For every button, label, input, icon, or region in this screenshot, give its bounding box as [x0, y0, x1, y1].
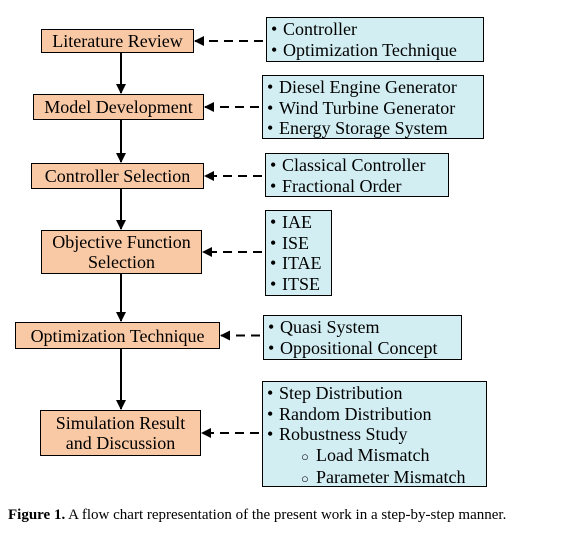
detail-item: •IAE	[270, 212, 327, 233]
bullet-icon: •	[268, 337, 275, 358]
step-literature-review: Literature Review	[41, 29, 194, 53]
bullet-icon: •	[267, 424, 274, 444]
detail-item-text: Controller	[283, 19, 357, 39]
detail-item: •ITAE	[270, 253, 327, 274]
detail-item-text: Optimization Technique	[283, 39, 457, 60]
detail-list: •Controller•Optimization Technique	[271, 19, 479, 60]
detail-item: •ISE	[270, 233, 327, 254]
bullet-icon: •	[270, 212, 277, 232]
detail-box-simulation: •Step Distribution•Random Distribution•R…	[262, 381, 487, 487]
detail-sub-item: ○ Parameter Mismatch	[267, 467, 482, 490]
detail-item-text: Robustness Study	[279, 424, 408, 444]
step-objective-function-selection: Objective Function Selection	[41, 230, 202, 274]
bullet-icon: •	[268, 317, 275, 337]
detail-item-text: Step Distribution	[279, 383, 403, 403]
bullet-icon: •	[270, 253, 277, 273]
step-label: Literature Review	[52, 31, 183, 51]
detail-item: •Optimization Technique	[271, 40, 479, 61]
detail-box-objective: •IAE•ISE•ITAE•ITSE	[265, 210, 332, 296]
detail-item: •Step Distribution	[267, 383, 482, 404]
detail-item-text: Oppositional Concept	[280, 337, 438, 358]
detail-list: •Classical Controller•Fractional Order	[270, 155, 444, 196]
detail-item: •Oppositional Concept	[268, 338, 457, 359]
bullet-icon: •	[271, 19, 278, 39]
bullet-icon: •	[267, 403, 274, 424]
detail-item-text: ITSE	[282, 273, 320, 294]
detail-item: •Robustness Study	[267, 424, 482, 445]
bullet-icon: •	[267, 383, 274, 403]
step-label: Controller Selection	[44, 166, 191, 186]
detail-item: •ITSE	[270, 274, 327, 295]
detail-item-text: Fractional Order	[282, 175, 402, 196]
detail-item: •Classical Controller	[270, 155, 444, 176]
detail-item-text: Load Mismatch	[316, 444, 430, 465]
bullet-icon: •	[267, 118, 274, 138]
detail-item-text: Parameter Mismatch	[316, 467, 466, 487]
bullet-icon: •	[270, 175, 277, 196]
detail-box-optimization: •Quasi System•Oppositional Concept	[263, 315, 462, 360]
step-model-development: Model Development	[33, 94, 204, 120]
caption-text: A flow chart representation of the prese…	[65, 507, 507, 523]
detail-sub-item: ○ Load Mismatch	[267, 445, 482, 468]
detail-list: •Quasi System•Oppositional Concept	[268, 317, 457, 358]
bullet-icon: •	[270, 232, 277, 253]
step-simulation-result: Simulation Result and Discussion	[40, 410, 201, 456]
detail-item-text: ITAE	[282, 253, 322, 273]
detail-item-text: Diesel Engine Generator	[279, 77, 457, 97]
detail-item: •Controller	[271, 19, 479, 40]
sub-bullet-icon: ○	[301, 448, 309, 464]
detail-item: •Wind Turbine Generator	[267, 98, 479, 119]
sub-bullet-icon: ○	[301, 471, 309, 486]
step-optimization-technique: Optimization Technique	[15, 322, 220, 349]
step-label: Simulation Result and Discussion	[55, 413, 186, 453]
step-controller-selection: Controller Selection	[31, 163, 204, 189]
detail-box-controller: •Classical Controller•Fractional Order	[265, 153, 449, 197]
caption-label: Figure 1.	[8, 507, 66, 523]
detail-box-model: •Diesel Engine Generator•Wind Turbine Ge…	[262, 75, 484, 139]
detail-item-text: ISE	[282, 232, 309, 253]
detail-box-literature: •Controller•Optimization Technique	[266, 17, 484, 62]
detail-item: •Quasi System	[268, 317, 457, 338]
bullet-icon: •	[267, 77, 274, 97]
figure-caption: Figure 1. A flow chart representation of…	[8, 507, 506, 524]
bullet-icon: •	[271, 39, 278, 60]
detail-item: •Random Distribution	[267, 404, 482, 425]
detail-item-text: Classical Controller	[282, 155, 426, 175]
bullet-icon: •	[267, 97, 274, 118]
detail-item: •Energy Storage System	[267, 118, 479, 139]
detail-item-text: Wind Turbine Generator	[279, 97, 456, 118]
bullet-icon: •	[270, 273, 277, 294]
detail-list: •Step Distribution•Random Distribution•R…	[267, 383, 482, 490]
detail-item-text: Quasi System	[280, 317, 380, 337]
detail-item-text: IAE	[282, 212, 312, 232]
detail-list: •Diesel Engine Generator•Wind Turbine Ge…	[267, 77, 479, 139]
bullet-icon: •	[270, 155, 277, 175]
step-label: Model Development	[44, 97, 193, 117]
detail-item: •Diesel Engine Generator	[267, 77, 479, 98]
step-label: Optimization Technique	[30, 325, 205, 346]
detail-item: •Fractional Order	[270, 176, 444, 197]
detail-item-text: Random Distribution	[279, 403, 432, 424]
detail-item-text: Energy Storage System	[279, 118, 448, 138]
step-label: Objective Function Selection	[52, 232, 191, 272]
detail-list: •IAE•ISE•ITAE•ITSE	[270, 212, 327, 294]
